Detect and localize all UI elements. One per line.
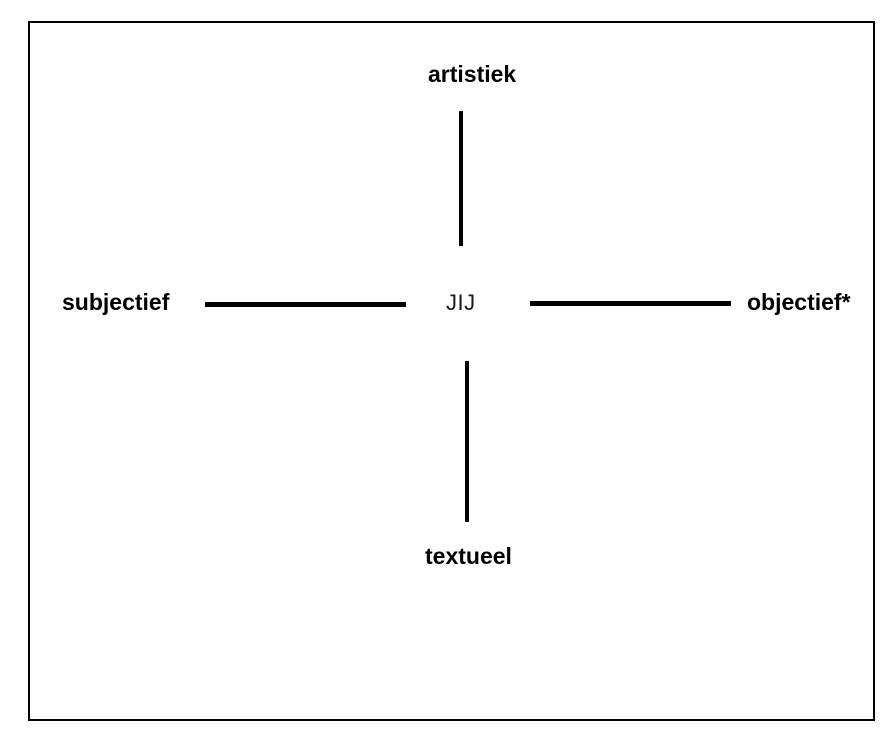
axis-label-bottom: textueel: [425, 543, 512, 569]
axis-label-right: objectief*: [747, 289, 851, 315]
axis-segment-right: [530, 301, 731, 306]
diagram-frame: artistiek textueel subjectief objectief*…: [28, 21, 875, 721]
axis-label-top: artistiek: [428, 61, 517, 87]
center-label: JIJ: [446, 290, 476, 315]
axis-label-left: subjectief: [62, 289, 170, 315]
axis-segment-top: [459, 111, 463, 246]
axis-segment-bottom: [465, 361, 469, 522]
axis-segment-left: [205, 302, 406, 307]
